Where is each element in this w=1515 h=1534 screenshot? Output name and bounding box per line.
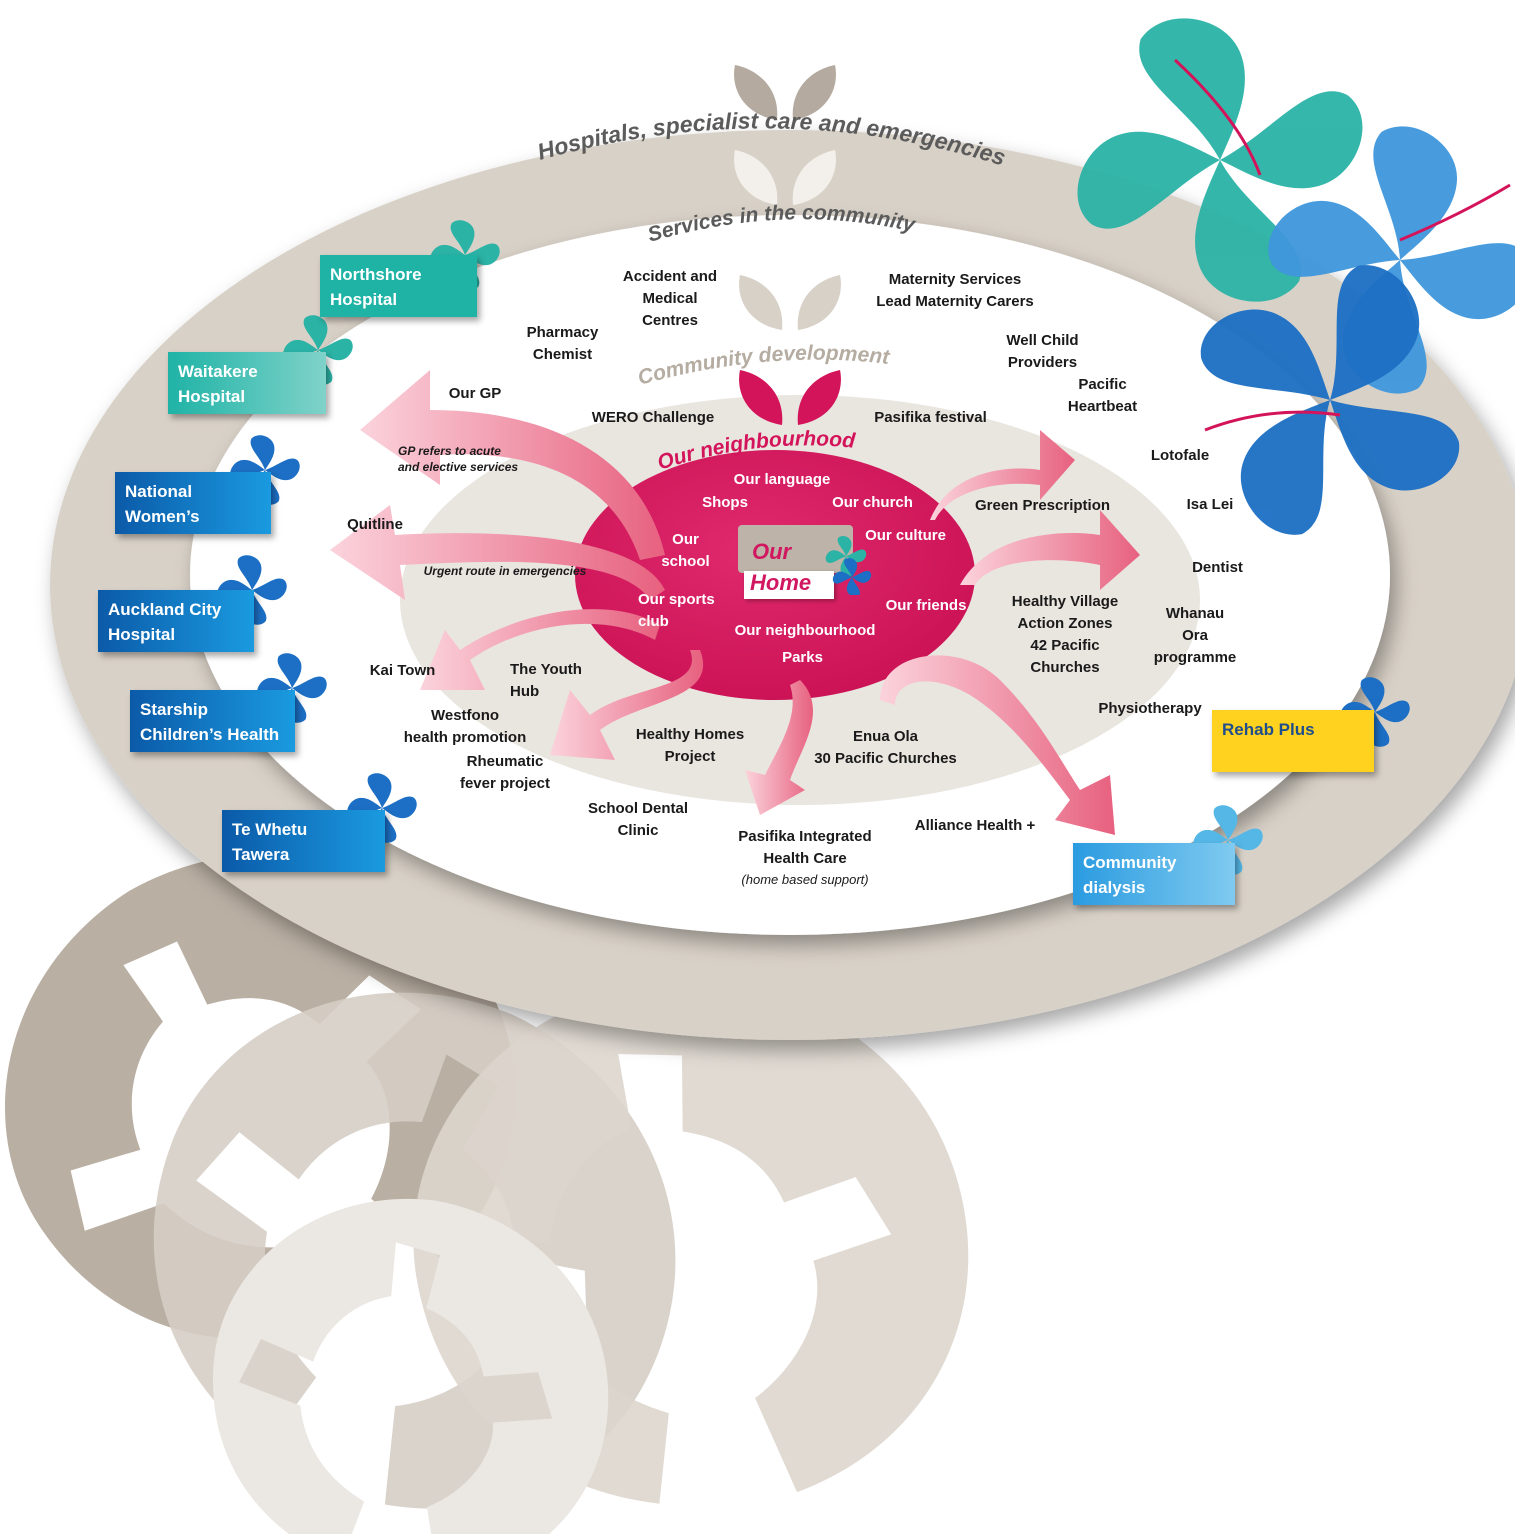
arrow-kai-town xyxy=(420,609,660,690)
service-kai-town: Kai Town xyxy=(369,662,436,679)
arrow-pasifika-care xyxy=(745,680,813,815)
neighbourhood-school: Our school xyxy=(661,531,710,570)
box-auckland-city-hospital: Auckland City Hospital xyxy=(98,590,254,652)
community-enua-ola: Enua Ola 30 Pacific Churches xyxy=(814,728,957,767)
our-home-line1: Our xyxy=(752,539,792,564)
our-home-roof xyxy=(738,525,853,573)
community-rheumatic-fever: Rheumatic fever project xyxy=(459,753,551,792)
service-physiotherapy: Physiotherapy xyxy=(1098,700,1202,717)
arrow-school-dental xyxy=(550,650,704,760)
community-green-prescription: Green Prescription xyxy=(974,497,1111,514)
arrow-healthy-village xyxy=(960,510,1140,590)
our-home-base xyxy=(744,571,834,599)
neighbourhood-neighbourhood: Our neighbourhood xyxy=(734,622,876,639)
neighbourhood-culture: Our culture xyxy=(865,527,946,544)
box-rehab-plus: Rehab Plus xyxy=(1212,710,1374,772)
neighbourhood-language: Our language xyxy=(733,471,831,488)
arrow-alliance xyxy=(880,655,1115,835)
service-dentist: Dentist xyxy=(1192,559,1243,576)
service-alliance-health: Alliance Health + xyxy=(914,817,1036,834)
service-westfono: Westfono health promotion xyxy=(403,707,527,746)
service-whanau-ora: Whanau Ora programme xyxy=(1153,605,1237,666)
flower-stamen xyxy=(1399,183,1511,242)
box-starship: Starship Children’s Health xyxy=(130,690,295,752)
neighbourhood-shops: Shops xyxy=(702,494,748,511)
service-our-gp: Our GP xyxy=(448,385,502,402)
service-school-dental: School Dental Clinic xyxy=(587,800,688,839)
box-te-whetu-tawera: Te Whetu Tawera xyxy=(222,810,385,872)
neighbourhood-friends: Our friends xyxy=(885,597,967,614)
community-healthy-homes: Healthy Homes Project xyxy=(635,726,745,765)
service-home-based-note: (home based support) xyxy=(741,872,869,887)
community-pasifika-festival: Pasifika festival xyxy=(874,409,987,426)
box-national-womens: National Women’s xyxy=(115,472,271,534)
arrow-green-prescription xyxy=(930,430,1075,520)
neighbourhood-sports-club: Our sports club xyxy=(638,591,715,630)
urgent-route-arrow xyxy=(330,505,665,600)
service-pacific-heartbeat: Pacific Heartbeat xyxy=(1067,376,1138,415)
service-lotofale: Lotofale xyxy=(1150,447,1210,464)
note-urgent-route: Urgent route in emergencies xyxy=(423,564,587,578)
box-northshore-hospital: Northshore Hospital xyxy=(320,255,477,317)
service-pasifika-integrated: Pasifika Integrated Health Care xyxy=(738,828,872,867)
box-community-dialysis: Community dialysis xyxy=(1073,843,1235,905)
flower-stamen xyxy=(1173,58,1262,176)
box-waitakere-hospital: Waitakere Hospital xyxy=(168,352,326,414)
neighbourhood-church: Our church xyxy=(832,494,913,511)
arrows xyxy=(330,370,1140,835)
community-healthy-village: Healthy Village Action Zones 42 Pacific … xyxy=(1011,593,1119,676)
note-gp-refers: GP refers to acute and elective services xyxy=(398,444,519,474)
our-home-line2: Home xyxy=(750,570,812,595)
service-accident-medical: Accident and Medical Centres xyxy=(622,268,718,329)
service-well-child: Well Child Providers xyxy=(1006,332,1079,371)
service-isa-lei: Isa Lei xyxy=(1186,496,1234,513)
flower-stamen xyxy=(1204,410,1341,432)
our-home-card: Our Home xyxy=(738,525,872,600)
service-quitline: Quitline xyxy=(347,516,403,533)
hibiscus-flower-icon xyxy=(825,535,872,595)
community-youth-hub: The Youth Hub xyxy=(510,661,582,700)
gp-refers-arrow xyxy=(360,370,665,560)
service-maternity: Maternity Services Lead Maternity Carers xyxy=(876,271,1034,310)
community-wero: WERO Challenge xyxy=(591,409,715,426)
service-pharmacy: Pharmacy Chemist xyxy=(526,324,599,363)
neighbourhood-parks: Parks xyxy=(782,649,823,666)
